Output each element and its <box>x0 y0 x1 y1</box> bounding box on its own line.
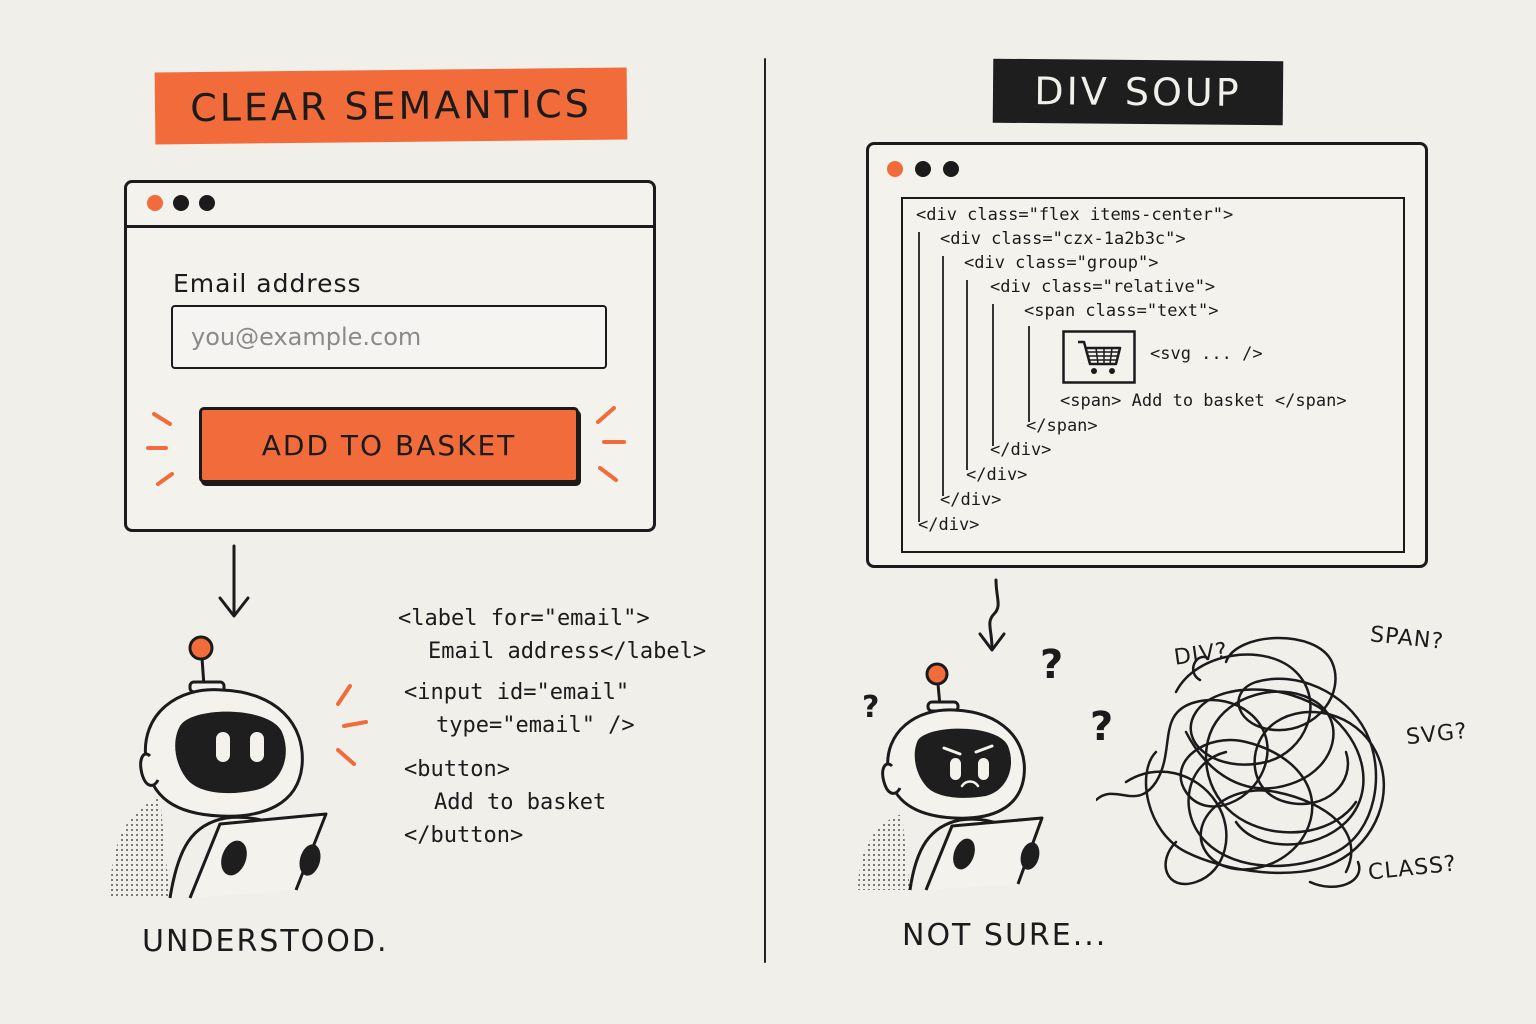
question-mark-icon: ? <box>1040 642 1064 688</box>
understood-caption: UNDERSTOOD. <box>142 924 389 959</box>
email-placeholder: you@example.com <box>191 323 422 351</box>
window-close-dot-icon <box>147 195 163 211</box>
window-close-dot-icon <box>887 161 903 177</box>
add-to-basket-button[interactable]: ADD TO BASKET <box>199 407 579 483</box>
window-title-bar <box>869 145 1425 187</box>
nesting-guide-line <box>966 280 968 470</box>
add-to-basket-label: ADD TO BASKET <box>261 428 517 462</box>
nesting-guide-line <box>918 232 920 522</box>
email-label: Email address <box>173 269 362 298</box>
code-line: <div class="group"> <box>964 253 1159 273</box>
code-line: </div> <box>940 490 1002 510</box>
code-line: </span> <box>1026 416 1098 436</box>
not-sure-caption: NOT SURE... <box>902 918 1108 953</box>
arrow-down-icon <box>218 544 250 618</box>
code-line: Email address</label> <box>428 639 707 664</box>
code-line: <input id="email" <box>404 680 630 705</box>
code-line: </div> <box>990 440 1052 460</box>
emphasis-strokes-icon <box>146 406 626 486</box>
code-line: </div> <box>966 465 1028 485</box>
shopping-cart-icon <box>1062 330 1136 384</box>
code-line: Add to basket <box>434 790 607 815</box>
clear-semantics-banner: CLEAR SEMANTICS <box>154 67 628 145</box>
scribble-tangle-icon <box>1096 636 1386 889</box>
banner-title: CLEAR SEMANTICS <box>189 81 593 131</box>
window-title-bar <box>127 183 653 228</box>
nesting-guide-line <box>992 304 994 446</box>
code-line: <div class="czx-1a2b3c"> <box>940 229 1186 249</box>
nesting-guide-line <box>942 256 944 496</box>
arrow-down-icon <box>978 578 1006 652</box>
robot-icon <box>110 635 368 899</box>
banner-title: DIV SOUP <box>1034 69 1242 115</box>
code-line: <span> Add to basket </span> <box>1060 391 1347 411</box>
question-mark-icon: ? <box>1090 704 1114 750</box>
code-line: <svg ... /> <box>1150 344 1263 364</box>
code-line: type="email" /> <box>436 713 635 738</box>
svg-tag-label: SVG? <box>1404 718 1469 751</box>
robot-icon <box>858 662 1044 891</box>
code-viewer-frame <box>901 197 1405 553</box>
code-line: <button> <box>404 757 510 782</box>
code-line: </button> <box>404 823 524 848</box>
code-line: <label for="email"> <box>398 606 650 631</box>
panel-divider <box>764 58 766 963</box>
code-line: <div class="relative"> <box>990 277 1216 297</box>
window-minimize-dot-icon <box>915 161 931 177</box>
nesting-guide-line <box>1028 326 1030 422</box>
window-maximize-dot-icon <box>943 161 959 177</box>
code-line: <div class="flex items-center"> <box>916 205 1234 225</box>
question-mark-icon: ? <box>862 690 880 725</box>
email-input[interactable]: you@example.com <box>171 305 607 369</box>
semantic-form-window: Email address you@example.com ADD TO BAS… <box>124 180 656 532</box>
div-soup-banner: DIV SOUP <box>992 58 1284 126</box>
window-minimize-dot-icon <box>173 195 189 211</box>
div-soup-window <box>866 142 1428 568</box>
window-maximize-dot-icon <box>199 195 215 211</box>
code-line: <span class="text"> <box>1024 301 1219 321</box>
code-line: </div> <box>918 515 980 535</box>
